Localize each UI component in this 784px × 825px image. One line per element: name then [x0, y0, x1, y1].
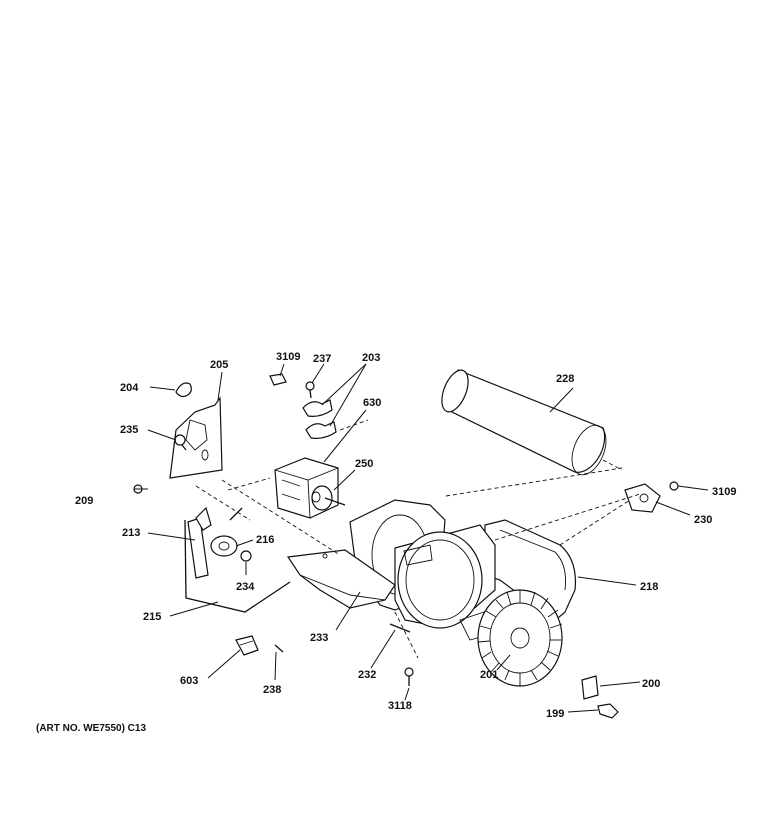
label-200: 200	[642, 678, 660, 690]
idler-assembly-213	[187, 506, 252, 579]
label-603: 603	[180, 675, 198, 687]
label-204: 204	[120, 382, 139, 394]
label-203: 203	[362, 352, 380, 364]
label-215: 215	[143, 611, 161, 623]
idler-bracket-205	[169, 382, 223, 479]
label-230: 230	[694, 514, 712, 526]
drive-motor-250	[274, 457, 346, 519]
blower-wheel-201	[477, 589, 563, 687]
leader-lines	[134, 363, 709, 713]
label-201: 201	[480, 669, 498, 681]
exhaust-duct-228	[441, 369, 623, 476]
label-228: 228	[556, 373, 574, 385]
screws-top	[269, 373, 315, 399]
label-232: 232	[358, 669, 376, 681]
label-199: 199	[546, 708, 564, 720]
label-630: 630	[363, 397, 381, 409]
art-number-caption: (ART NO. WE7550) C13	[36, 723, 146, 734]
idler-spring-215	[184, 519, 291, 613]
label-3109-right: 3109	[712, 486, 736, 498]
assembly-lines	[195, 419, 641, 659]
label-235: 235	[120, 424, 138, 436]
label-250: 250	[355, 458, 373, 470]
label-209: 209	[75, 495, 93, 507]
thermostat-230	[624, 481, 679, 513]
label-213: 213	[122, 527, 140, 539]
label-3118: 3118	[388, 700, 412, 712]
switch-603	[235, 635, 284, 656]
label-216: 216	[256, 534, 274, 546]
label-237: 237	[313, 353, 331, 365]
bracket-200	[581, 675, 619, 719]
screws-housing	[389, 623, 414, 686]
motor-base-233	[286, 549, 396, 609]
part-labels: 204 205 235 209 213 216 234 215 603 238 …	[75, 351, 736, 720]
label-218: 218	[640, 581, 658, 593]
label-205: 205	[210, 359, 228, 371]
label-238: 238	[263, 684, 281, 696]
motor-clips-203	[302, 399, 337, 439]
label-234: 234	[236, 581, 255, 593]
label-233: 233	[310, 632, 328, 644]
label-3109-top: 3109	[276, 351, 300, 363]
